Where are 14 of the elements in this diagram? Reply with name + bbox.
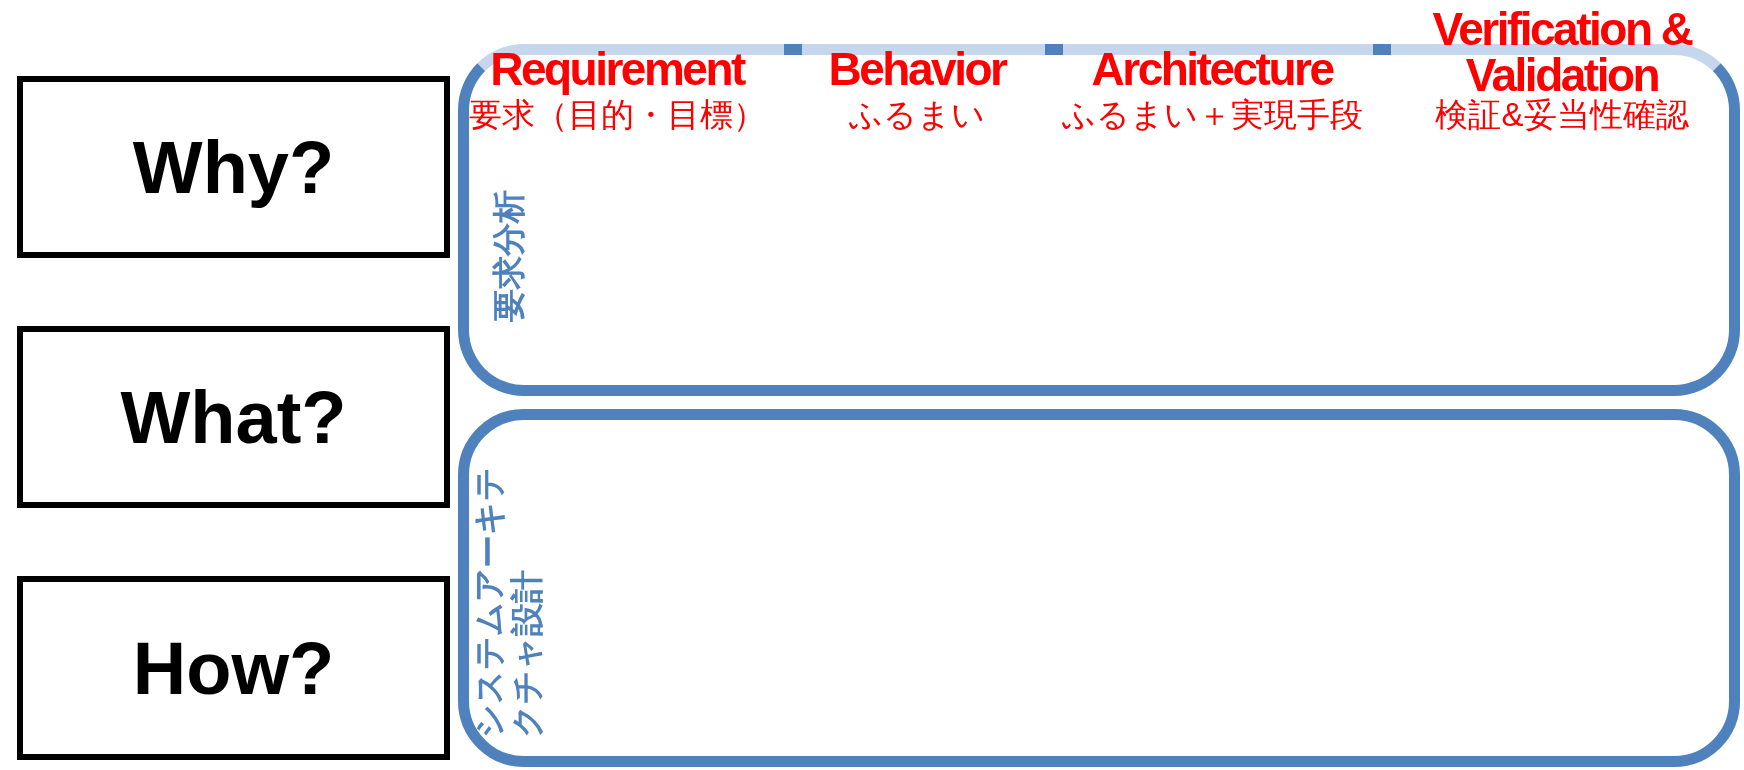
- vertical-label: 要求分析: [490, 190, 528, 322]
- question-box: How?: [17, 576, 450, 760]
- rounded-panel: [458, 409, 1740, 767]
- column-heading: Architecture: [1091, 46, 1333, 92]
- column-heading: Behavior: [828, 46, 1006, 92]
- column-subheading: ふるまい: [849, 97, 985, 133]
- vertical-label: システムアーキテクチャ設計: [470, 466, 546, 738]
- question-box: What?: [17, 326, 450, 508]
- column-heading: Verification & Validation: [1431, 6, 1693, 98]
- column-subheading: 要求（目的・目標）: [468, 97, 766, 133]
- question-box: Why?: [17, 76, 450, 258]
- rounded-panel: [458, 44, 1740, 396]
- column-subheading: 検証&妥当性確認: [1435, 97, 1689, 133]
- column-subheading: ふるまい＋実現手段: [1061, 97, 1363, 133]
